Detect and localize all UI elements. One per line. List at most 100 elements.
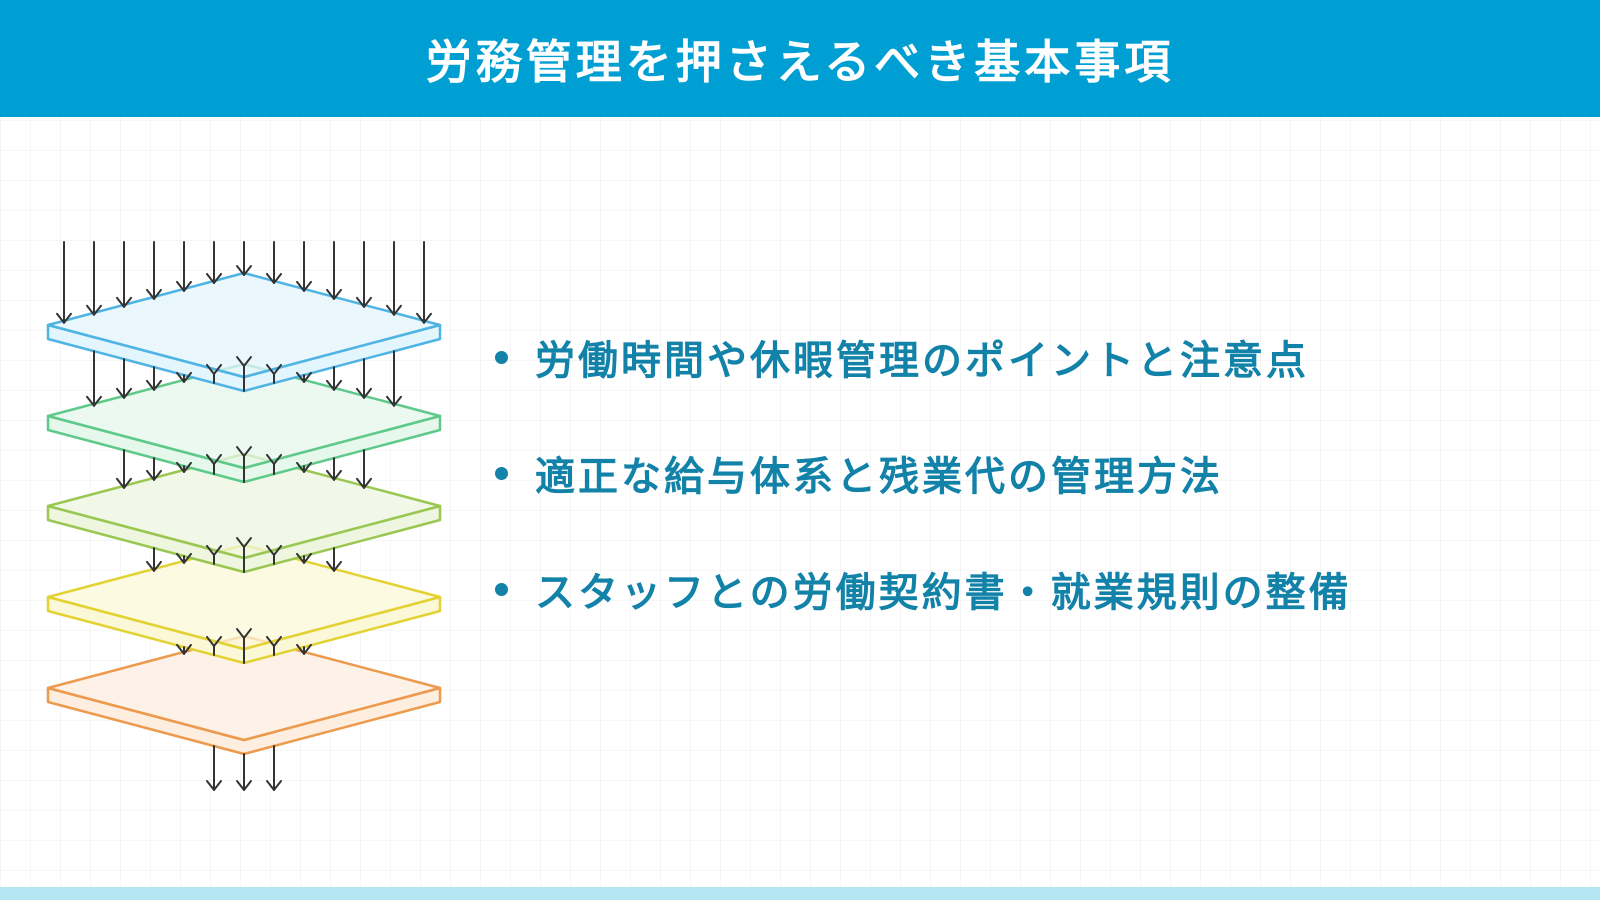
down-arrow-icon (236, 241, 252, 276)
down-arrow-icon (206, 453, 222, 476)
layer-top (46, 452, 442, 560)
arrow-head (356, 387, 372, 399)
arrow-head (266, 272, 282, 284)
arrows-group (56, 241, 432, 791)
arrow-head (206, 453, 222, 465)
down-arrow-icon (236, 446, 252, 483)
arrow-head (176, 461, 192, 473)
arrow-head (326, 288, 342, 300)
down-arrow-icon (266, 544, 282, 566)
down-arrow-icon (266, 745, 282, 791)
arrow-head (146, 560, 162, 572)
down-arrow-icon (56, 241, 72, 324)
down-arrow-icon (386, 241, 402, 316)
layer-top (46, 362, 442, 470)
arrow-head (296, 371, 312, 383)
arrow-head (386, 395, 402, 407)
down-arrow-icon (356, 241, 372, 308)
down-arrow-icon (236, 628, 252, 664)
page-title: 労務管理を押さえるべき基本事項 (425, 34, 1175, 89)
arrow-head (326, 560, 342, 572)
down-arrow-icon (296, 241, 312, 292)
arrow-head (206, 272, 222, 284)
key-points-list: 労働時間や休暇管理のポイントと注意点 適正な給与体系と残業代の管理方法 スタッフ… (495, 327, 1352, 675)
down-arrow-icon (236, 753, 252, 791)
arrow-head (236, 446, 252, 457)
down-arrow-icon (206, 635, 222, 657)
down-arrow-icon (206, 241, 222, 284)
arrow-head (416, 312, 432, 324)
down-arrow-icon (86, 241, 102, 316)
layer-top (46, 634, 442, 742)
arrow-head (146, 469, 162, 481)
down-arrow-icon (266, 453, 282, 476)
arrow-head (206, 635, 222, 647)
down-arrow-icon (176, 552, 192, 564)
down-arrow-icon (116, 358, 132, 399)
arrow-head (266, 780, 282, 791)
down-arrow-icon (116, 241, 132, 308)
arrow-head (206, 363, 222, 375)
down-arrow-icon (176, 643, 192, 655)
arrow-head (86, 304, 102, 316)
down-arrow-icon (266, 635, 282, 657)
down-arrow-icon (206, 745, 222, 791)
arrow-head (326, 469, 342, 481)
down-arrow-icon (296, 461, 312, 473)
down-arrow-icon (296, 552, 312, 564)
arrow-head (236, 537, 252, 548)
down-arrow-icon (176, 241, 192, 292)
arrow-head (326, 379, 342, 391)
down-arrow-icon (206, 363, 222, 385)
footer-bar (0, 887, 1600, 900)
arrow-head (116, 296, 132, 308)
arrow-head (296, 461, 312, 473)
down-arrow-icon (146, 547, 162, 572)
header-banner: 労務管理を押さえるべき基本事項 (0, 0, 1600, 117)
arrow-head (236, 356, 252, 367)
down-arrow-icon (356, 449, 372, 489)
down-arrow-icon (266, 363, 282, 385)
arrow-head (206, 544, 222, 556)
down-arrow-icon (326, 366, 342, 391)
down-arrow-icon (326, 457, 342, 481)
arrow-head (266, 453, 282, 465)
arrow-head (266, 363, 282, 375)
arrow-head (266, 635, 282, 647)
down-arrow-icon (266, 241, 282, 284)
point-text-3: スタッフとの労働契約書・就業規則の整備 (535, 570, 1352, 616)
list-item: スタッフとの労働契約書・就業規則の整備 (495, 559, 1352, 619)
arrow-head (356, 477, 372, 489)
down-arrow-icon (236, 356, 252, 392)
arrow-head (236, 780, 252, 791)
arrow-head (176, 643, 192, 655)
filter-layer-5 (46, 634, 442, 756)
down-arrow-icon (116, 449, 132, 489)
down-arrow-icon (236, 537, 252, 573)
layer-top (46, 271, 442, 379)
arrow-head (206, 780, 222, 791)
down-arrow-icon (296, 371, 312, 383)
down-arrow-icon (356, 358, 372, 399)
arrow-head (236, 628, 252, 639)
down-arrow-icon (146, 241, 162, 300)
point-text-2: 適正な給与体系と残業代の管理方法 (535, 454, 1223, 500)
arrow-head (356, 296, 372, 308)
bullet-dot (495, 466, 508, 480)
down-arrow-icon (176, 461, 192, 473)
arrow-head (116, 477, 132, 489)
arrow-head (266, 544, 282, 556)
arrow-head (296, 643, 312, 655)
arrow-head (386, 304, 402, 316)
arrow-head (56, 312, 72, 324)
down-arrow-icon (416, 241, 432, 324)
bullet-dot (495, 350, 508, 364)
down-arrow-icon (146, 366, 162, 391)
arrow-head (86, 395, 102, 407)
down-arrow-icon (206, 544, 222, 566)
list-item: 適正な給与体系と残業代の管理方法 (495, 443, 1352, 503)
down-arrow-icon (146, 457, 162, 481)
arrow-head (176, 280, 192, 292)
down-arrow-icon (326, 241, 342, 300)
